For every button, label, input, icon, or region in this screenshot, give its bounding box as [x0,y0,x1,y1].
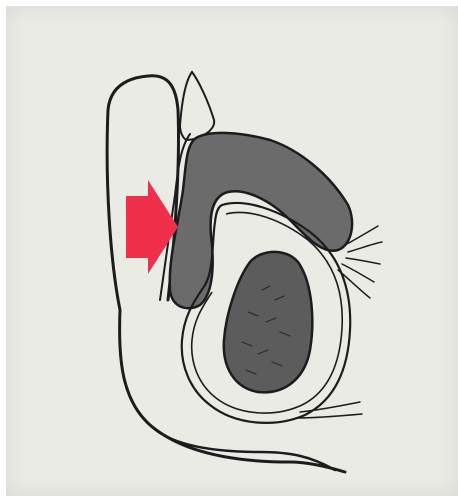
tooth-cusp [180,72,214,140]
inner-mass [224,252,313,392]
